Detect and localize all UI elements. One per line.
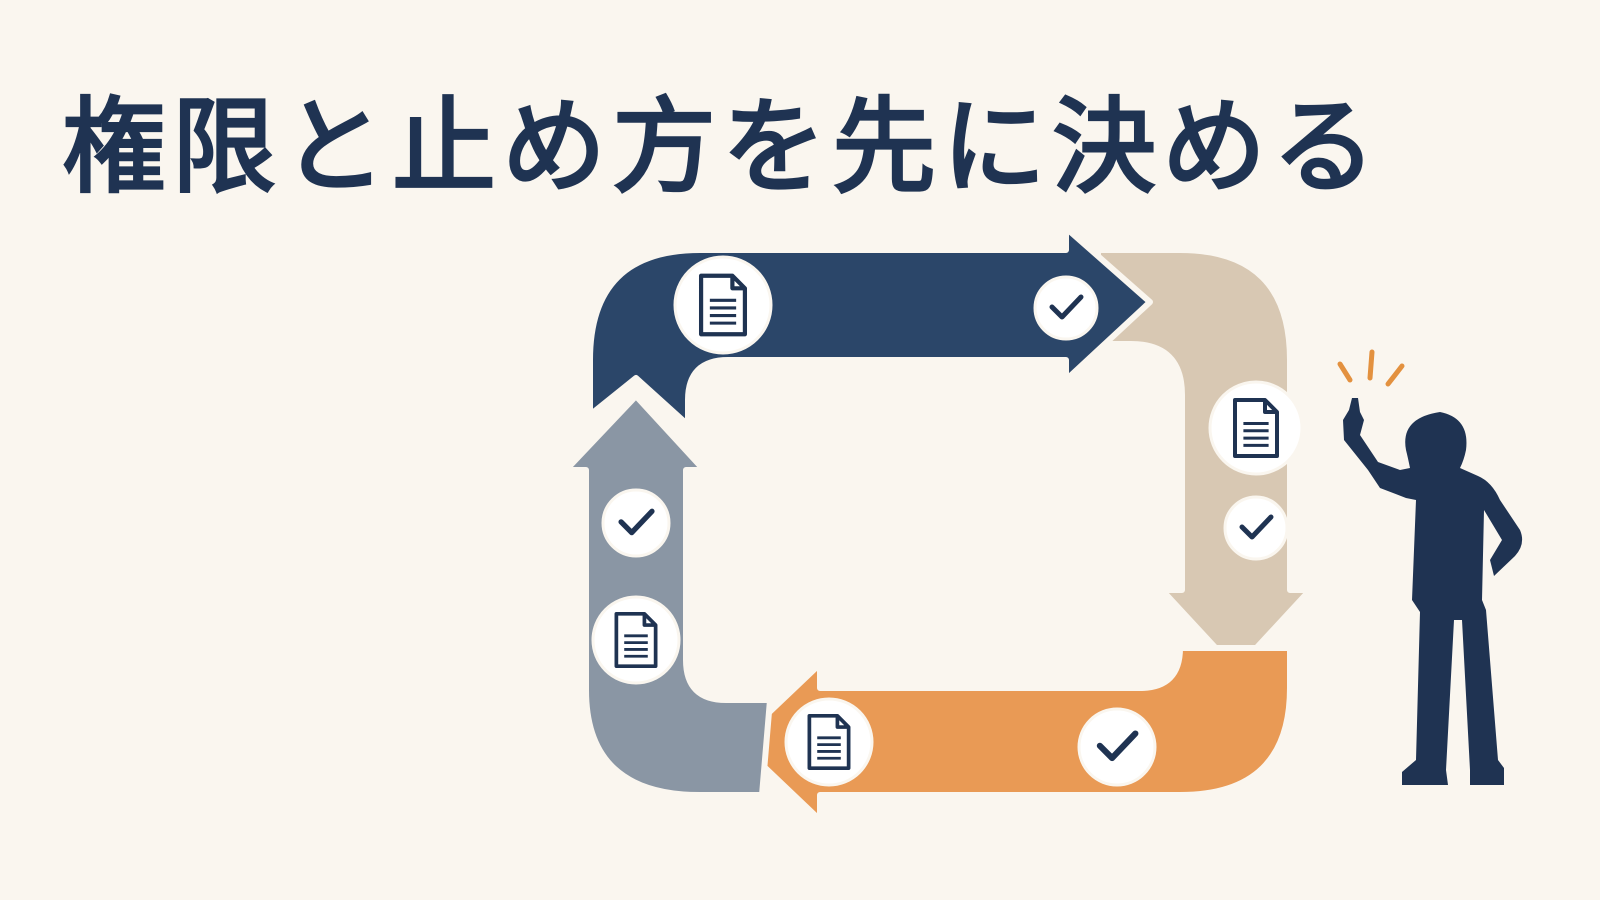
check-icon — [1077, 707, 1157, 787]
bottom-arrow — [735, 645, 1293, 823]
document-icon — [784, 697, 874, 787]
document-icon — [673, 255, 773, 355]
thumbs-up-person — [1343, 398, 1523, 785]
check-icon — [601, 488, 671, 558]
check-icon — [1223, 495, 1289, 561]
check-icon — [1033, 275, 1099, 341]
document-icon — [591, 595, 681, 685]
emphasis-lines-icon — [1337, 349, 1405, 387]
right-arrow — [1095, 247, 1313, 673]
page-title: 権限と止め方を先に決める — [62, 85, 1383, 208]
left-arrow — [563, 393, 773, 798]
document-icon — [1208, 380, 1304, 476]
